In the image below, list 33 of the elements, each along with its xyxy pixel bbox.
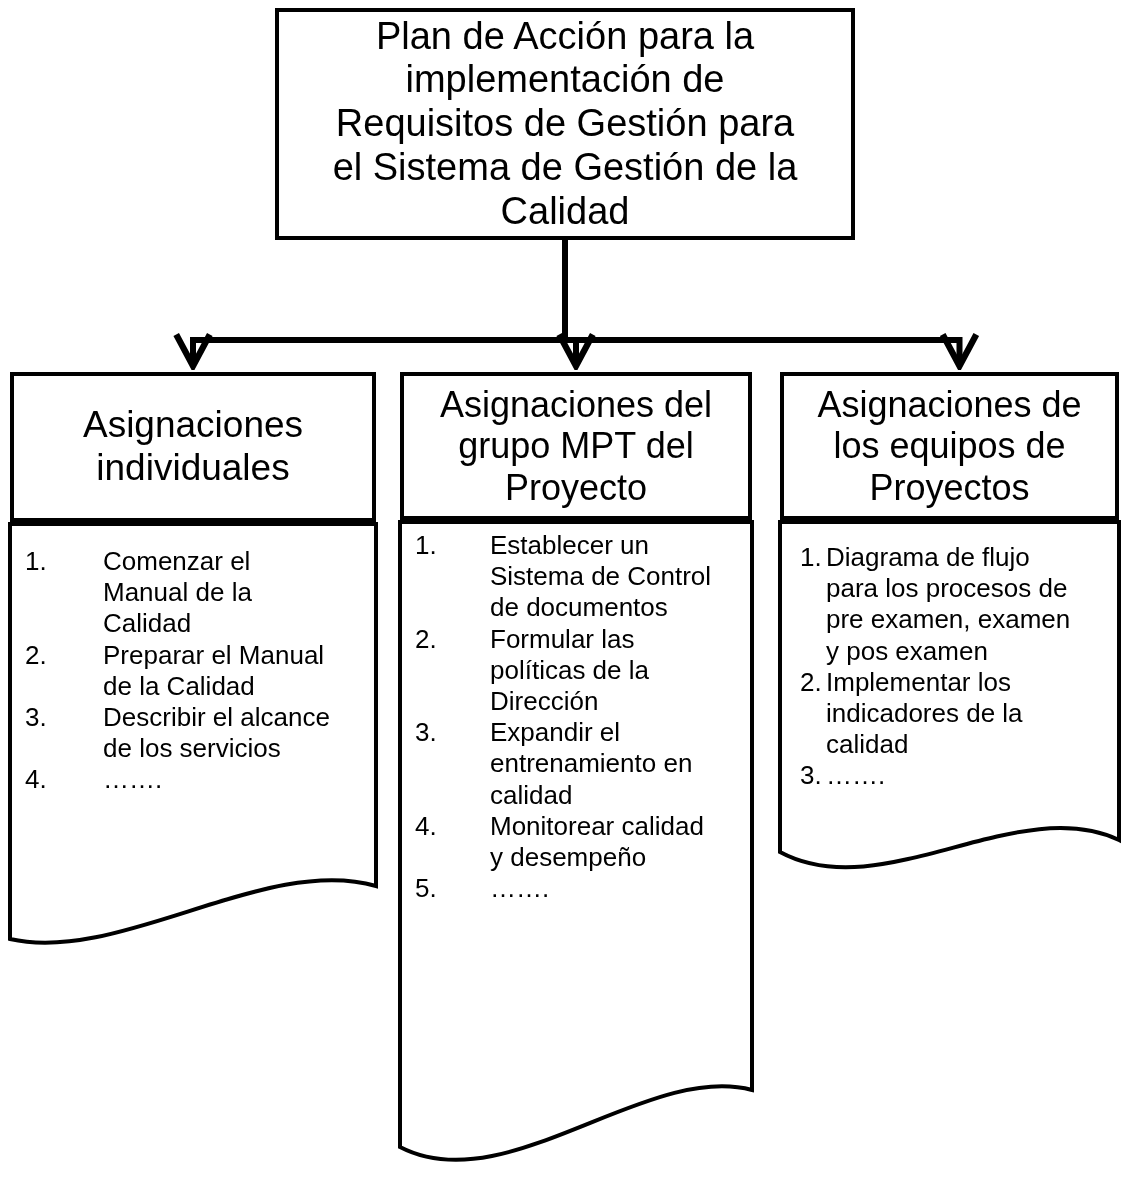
header-box <box>780 372 1119 520</box>
list-item-text: Formular las políticas de la Dirección <box>490 623 650 718</box>
list-item-text: ……. <box>826 760 887 792</box>
list-item-text: Describir el alcance de los servicios <box>103 701 331 765</box>
list-item-text: Establecer un Sistema de Control de documentos <box>490 530 712 624</box>
heading-text: Asignaciones individuales <box>81 404 305 490</box>
list-number: 3. <box>25 701 48 734</box>
arrow <box>562 240 980 370</box>
list-number: 3. <box>415 717 438 750</box>
list-number: 4. <box>25 764 48 796</box>
list-number: 3. <box>800 760 823 792</box>
list-number: 2. <box>415 623 438 656</box>
list-number: 2. <box>800 666 823 699</box>
list-item-text: ……. <box>490 873 551 905</box>
title-text: Plan de Acción para la implementación de Requisitos de Gestión para el Sistema de Gestión de la Calidad <box>331 14 799 234</box>
heading-text: Asignaciones de los equipos de Proyectos <box>816 383 1083 509</box>
list-item-text: Monitorear calidad y desempeño <box>490 810 705 874</box>
heading-text: Asignaciones del grupo MPT del Proyecto <box>438 383 714 509</box>
list-item-text: Preparar el Manual de la Calidad <box>103 639 326 702</box>
list-number: 2. <box>25 639 48 672</box>
list-item-text: Expandir el entrenamiento en calidad <box>490 717 694 811</box>
header-box <box>10 372 376 522</box>
header-box <box>400 372 752 520</box>
list-item-text: Diagrama de flujo para los procesos de pre examen, examen y pos examen <box>826 542 1072 667</box>
title-box <box>275 8 855 240</box>
list-item-text: Comenzar el Manual de la Calidad <box>103 546 253 640</box>
list-item-text: Implementar los indicadores de la calidad <box>826 666 1024 761</box>
list-number: 4. <box>415 810 438 843</box>
list-number: 1. <box>25 546 48 578</box>
list-item-text: ……. <box>103 764 164 796</box>
list-number: 5. <box>415 873 438 905</box>
list-number: 1. <box>415 530 438 562</box>
list-number: 1. <box>800 542 823 574</box>
